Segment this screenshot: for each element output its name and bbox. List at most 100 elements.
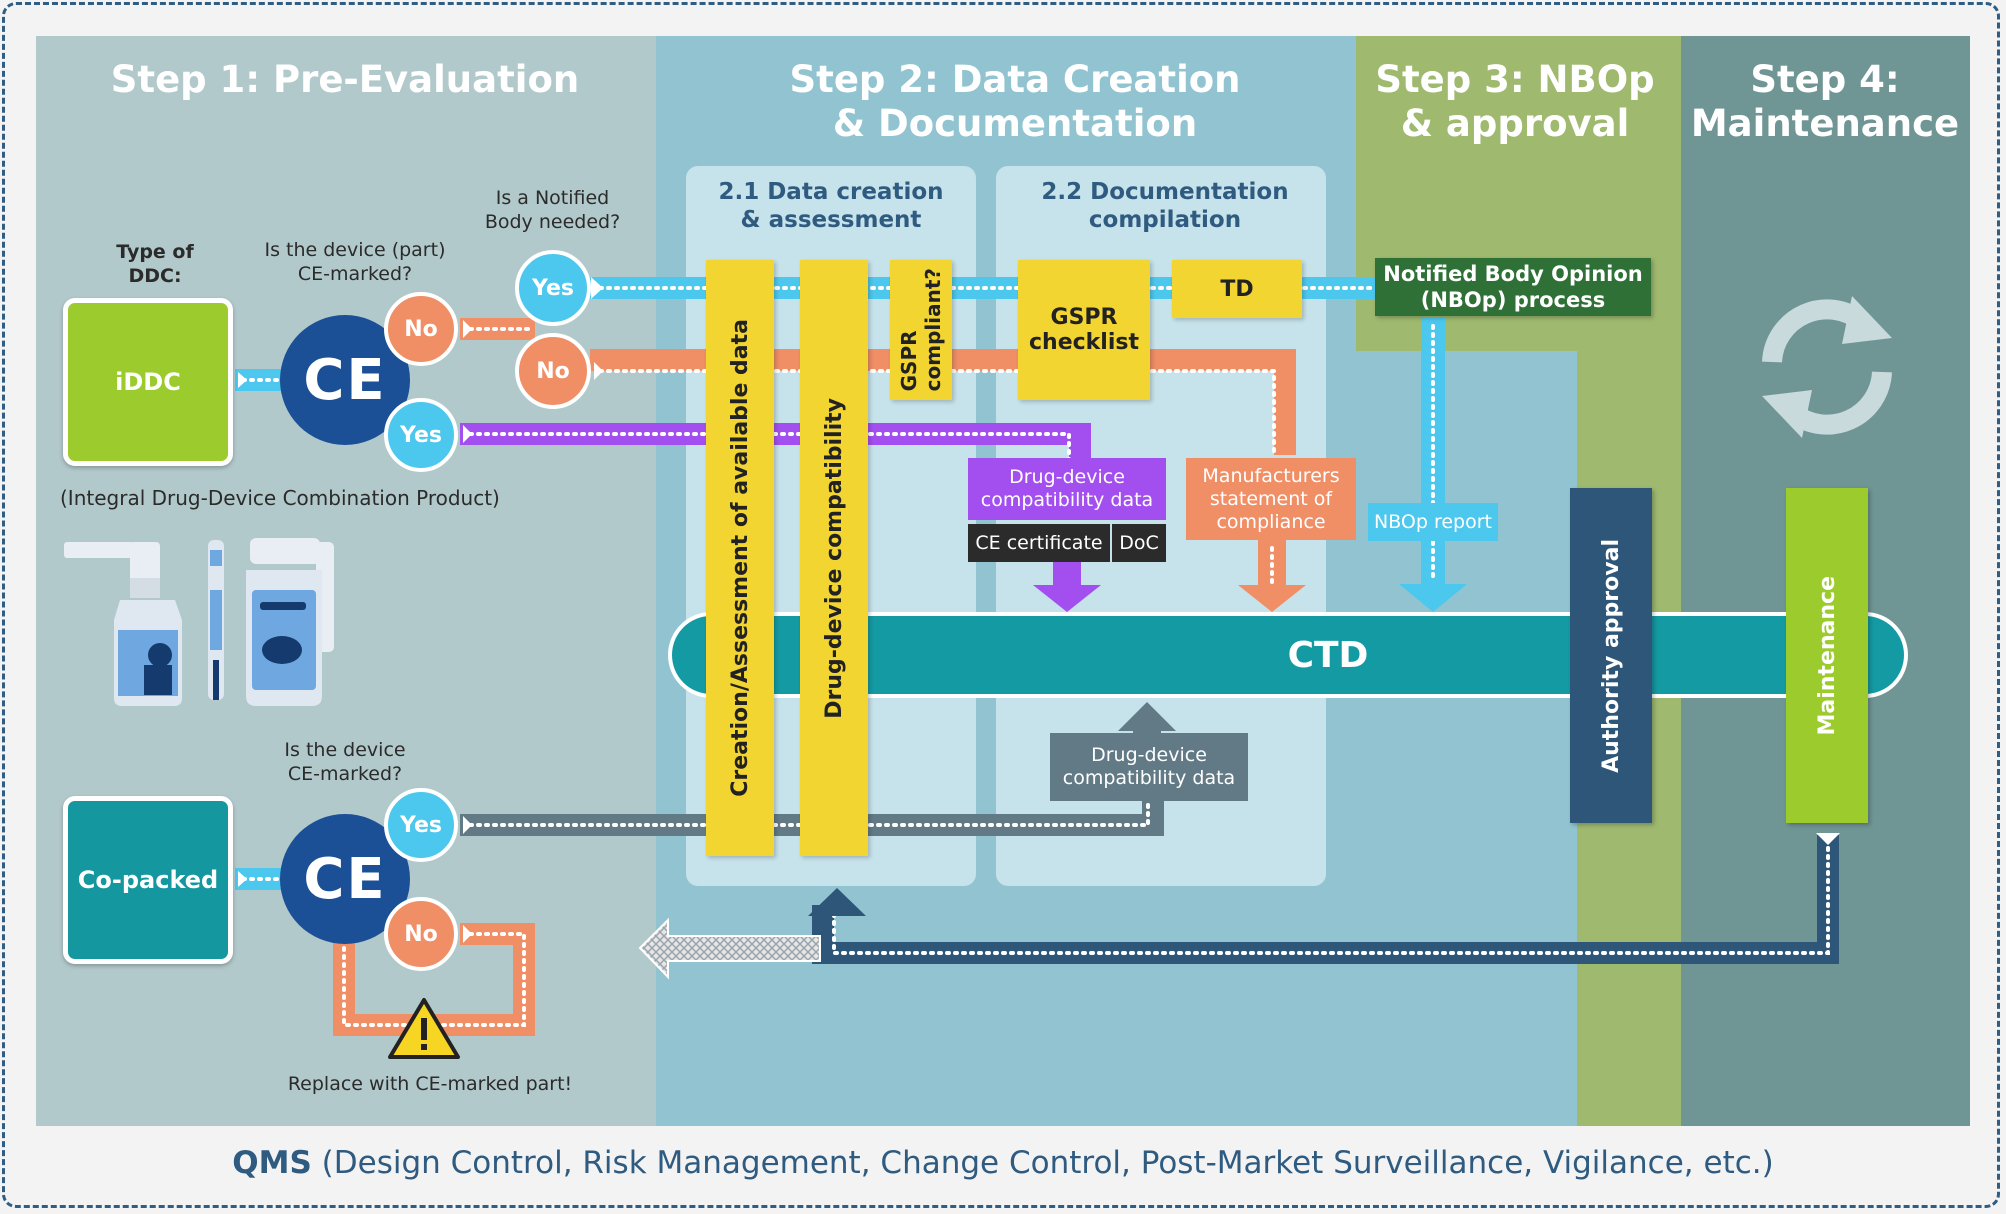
question-nb-line2: Body needed? <box>484 211 621 233</box>
copacked-yes-arrowtip <box>463 816 472 834</box>
msc-line3: compliance <box>1216 510 1326 533</box>
step4-title: Step 4: Maintenance <box>1680 58 1970 146</box>
doc-box: DoC <box>1112 524 1166 562</box>
iddc-box: iDDC <box>63 298 233 466</box>
gspr-compliant-label: GSPR compliant? <box>897 268 945 391</box>
question-nb-needed: Is a Notified Body needed? <box>450 186 655 234</box>
qms-footer: QMS (Design Control, Risk Management, Ch… <box>0 1145 2006 1181</box>
maintenance-feedback-line <box>812 835 1839 964</box>
question-nb-line1: Is a Notified <box>495 187 610 209</box>
copacked-yes-line <box>460 790 1164 836</box>
ddc-data-slate-box: Drug-device compatibility data <box>1050 733 1248 801</box>
qms-label: QMS <box>232 1145 312 1181</box>
step4-title-line1: Step 4: <box>1750 58 1900 101</box>
ce-yes-line <box>460 423 1091 460</box>
drug-device-compat-label: Drug-device compatibility <box>821 397 847 719</box>
step1-title: Step 1: Pre-Evaluation <box>110 58 580 101</box>
copacked-yes-circle: Yes <box>384 788 458 862</box>
substep-2-1-title: 2.1 Data creation & assessment <box>686 178 976 234</box>
nbop-report-box: NBOp report <box>1368 503 1498 541</box>
type-of-ddc-label: Type of DDC: <box>100 240 210 288</box>
ddcd2-arrowhead <box>1118 702 1176 731</box>
type-of-line2: DDC: <box>128 265 182 287</box>
ce-yes-arrowtip <box>463 425 472 443</box>
feedback-up-arrowhead <box>808 888 866 916</box>
ddcd2-line2: compatibility data <box>1062 767 1236 789</box>
gspr-checklist-box: GSPR checklist <box>1018 260 1150 400</box>
ddcd-line2: compatibility data <box>980 489 1154 511</box>
msc-line1: Manufacturers <box>1202 464 1340 487</box>
nbop-process-box: Notified Body Opinion (NBOp) process <box>1375 258 1651 316</box>
nb-yes-arrowtip <box>591 277 603 299</box>
maintenance-label: Maintenance <box>1814 575 1840 736</box>
manufacturer-statement-box: Manufacturers statement of compliance <box>1186 458 1356 540</box>
gspr-compliant-line2: compliant? <box>921 268 945 392</box>
step3-title-line1: Step 3: NBOp <box>1375 58 1655 101</box>
medicine-bottle-icon <box>246 538 334 706</box>
ce-certificate-box: CE certificate <box>968 524 1110 562</box>
copacked-no-circle: No <box>384 897 458 971</box>
pen-injector-icon <box>208 540 224 700</box>
substep-2-2-line2: compilation <box>1088 207 1242 233</box>
ce-yes-circle: Yes <box>384 398 458 472</box>
ce-no-circle: No <box>384 292 458 366</box>
nbop-line1: Notified Body Opinion <box>1383 262 1643 286</box>
ddc-data-purple-box: Drug-device compatibility data <box>968 458 1166 520</box>
substep-2-1-line1: 2.1 Data creation <box>718 179 944 205</box>
maintenance-notch <box>1816 833 1840 845</box>
question-ce-line1: Is the device (part) <box>264 239 446 261</box>
qms-detail: (Design Control, Risk Management, Change… <box>311 1145 1774 1181</box>
ddcd-arrowhead <box>1033 585 1101 612</box>
gspr-compliant-bar: GSPR compliant? <box>890 260 952 400</box>
ctd-bar: CTD <box>668 612 1908 698</box>
authority-approval-bar: Authority approval <box>1570 488 1652 823</box>
device-illustrations <box>64 538 334 706</box>
step3-lower <box>1356 351 1577 1126</box>
drug-device-compat-bar: Drug-device compatibility <box>800 260 868 856</box>
creation-assessment-bar: Creation/Assessment of available data <box>706 260 774 856</box>
replace-warning-text: Replace with CE-marked part! <box>287 1073 573 1095</box>
ddcd2-line1: Drug-device <box>1091 744 1207 766</box>
type-of-line1: Type of <box>116 241 194 263</box>
gspr-compliant-line1: GSPR <box>897 330 921 392</box>
step2-title: Step 2: Data Creation & Documentation <box>720 58 1310 146</box>
msc-line2: statement of <box>1209 487 1333 510</box>
copacked-box: Co-packed <box>63 796 233 964</box>
maintenance-bar: Maintenance <box>1786 488 1868 823</box>
substep-2-2-line1: 2.2 Documentation <box>1041 179 1289 205</box>
ce-no-arrowtip <box>463 320 472 338</box>
ddcd2-up-shaft <box>1133 729 1161 733</box>
iddc-full-name: (Integral Drug-Device Combination Produc… <box>60 486 500 510</box>
authority-approval-label: Authority approval <box>1598 538 1624 773</box>
copacked-no-arrowtip <box>463 925 472 943</box>
question-ce-line2: CE-marked? <box>297 263 413 285</box>
step3-notch <box>1326 351 1577 411</box>
gspr-checklist-line2: checklist <box>1029 330 1139 355</box>
step2-title-line2: & Documentation <box>832 102 1198 145</box>
nb-yes-circle: Yes <box>515 250 591 326</box>
iddc-arrowtip <box>238 372 247 388</box>
nbop-line2: (NBOp) process <box>1420 288 1606 312</box>
msc-arrowhead <box>1238 585 1306 612</box>
question-ce-marked: Is the device (part) CE-marked? <box>240 238 470 286</box>
question-ce2-line1: Is the device <box>284 739 406 761</box>
nbop-arrowhead <box>1399 584 1467 612</box>
ddcd-line1: Drug-device <box>1009 466 1125 488</box>
nb-no-arrowtip <box>594 362 603 380</box>
copacked-arrowtip <box>238 871 247 887</box>
question-ce-marked-2: Is the device CE-marked? <box>250 738 440 786</box>
step3-title-line2: & approval <box>1400 102 1630 145</box>
creation-assessment-label: Creation/Assessment of available data <box>727 319 753 797</box>
question-ce2-line2: CE-marked? <box>287 763 403 785</box>
substep-2-2-title: 2.2 Documentation compilation <box>1000 178 1330 234</box>
feedback-return-arrow <box>638 917 821 980</box>
step3-title: Step 3: NBOp & approval <box>1370 58 1660 146</box>
step2-title-line1: Step 2: Data Creation <box>789 58 1241 101</box>
step4-title-line2: Maintenance <box>1690 102 1960 145</box>
nasal-spray-icon <box>64 542 182 706</box>
refresh-cycle-icon <box>1762 296 1892 438</box>
substep-2-1-line2: & assessment <box>740 207 922 233</box>
td-box: TD <box>1172 260 1302 318</box>
nb-no-circle: No <box>515 333 591 409</box>
